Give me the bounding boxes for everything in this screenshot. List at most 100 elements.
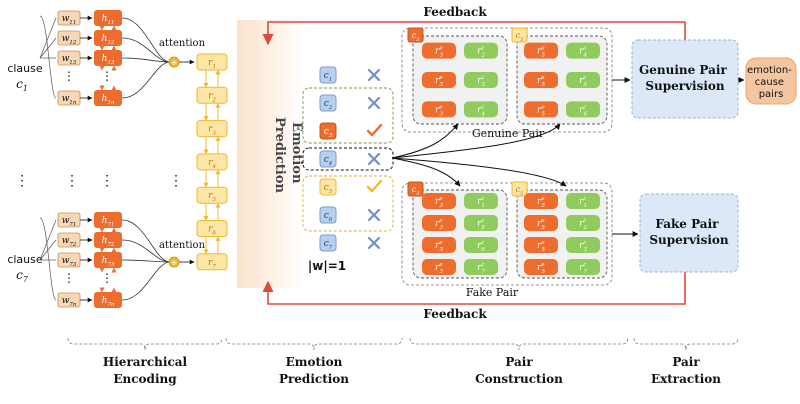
clause-chip-label-c1: c1 — [324, 71, 332, 83]
clause-bracket — [39, 15, 57, 99]
fake-pair-supervision-box — [639, 193, 739, 273]
clause-bracket — [39, 217, 57, 301]
word-label-c7-0: w71 — [62, 216, 77, 228]
word-label-c7-2: w73 — [62, 256, 77, 268]
genuine-group-c3-emotion-chip — [422, 42, 456, 59]
feedback-label-bottom: Feedback — [423, 307, 487, 321]
fake-group-c5-cause-chip — [566, 259, 600, 275]
word-label-c1-0: w11 — [62, 14, 77, 26]
fake-pair-supervision-label: Fake Pair Supervision — [649, 217, 729, 247]
clause-chip-c2 — [319, 94, 337, 112]
stage-brace-3 — [409, 337, 629, 351]
cross-icon — [367, 208, 381, 222]
hidden-to-attention-line — [121, 61, 171, 99]
w-norm-label: |w|=1 — [308, 259, 346, 273]
fake-group-c3-tag-label: c3 — [412, 185, 420, 197]
cross-icon — [367, 68, 381, 82]
clause-chip-label-c6: c6 — [324, 211, 333, 223]
hidden-node-c7-1 — [94, 232, 122, 248]
hidden-label-c1-0: h11 — [102, 14, 115, 26]
clause-chip-c6 — [319, 206, 337, 224]
hidden-label-c1-4: h1n — [102, 94, 115, 106]
arrow-to-genuine-c5 — [391, 123, 561, 159]
hidden-label-c7-4: h7n — [102, 296, 115, 308]
genuine-group-c3-emotion-chip — [422, 101, 456, 118]
word-ellipsis-c1: ⋮ — [63, 69, 75, 83]
clause-rep-node-6 — [196, 220, 228, 237]
hidden-label-c7-2: h73 — [102, 256, 115, 268]
clause-chip-label-c7: c7 — [324, 239, 333, 251]
stage-brace-1 — [67, 337, 223, 351]
fake-group-c5-cause-chip — [566, 193, 600, 209]
clause-chip-label-c3: c3 — [324, 127, 333, 139]
clause-rep-node-7 — [196, 253, 228, 271]
plus-icon: + — [171, 58, 178, 67]
feedback-arrow-top — [262, 21, 686, 46]
clause-chip-c4 — [319, 150, 337, 168]
hidden-to-attention-line — [121, 239, 171, 263]
clause-rep-label-4: r4 — [208, 158, 216, 170]
genuine-pair-supervision-box — [631, 39, 739, 119]
hidden-node-c1-1 — [94, 30, 122, 46]
word-label-c1-4: w1n — [62, 94, 77, 106]
hidden-node-c1-0 — [94, 10, 122, 26]
fake-group-c3-cause-chip — [464, 237, 498, 253]
emotion-cause-pairs-output — [745, 57, 797, 105]
fake-group-c5-emotion-chip — [524, 193, 558, 209]
ellipsis-hidden: ⋮ — [100, 173, 114, 189]
clause-rep-node-1 — [196, 53, 228, 71]
clause-var-bottom: c7 — [16, 268, 29, 284]
emotion-prediction-label: Emotion Prediction — [272, 117, 304, 193]
hidden-ellipsis-c1: ⋮ — [101, 69, 113, 83]
fake-group-c5-emotion-chip — [524, 259, 558, 275]
clause-var-top: c1 — [16, 77, 28, 93]
genuine-group-c5-cause-chip — [566, 101, 600, 118]
emotion-cause-pairs-label: emotion- cause pairs — [747, 65, 795, 100]
cross-icon — [367, 96, 381, 110]
genuine-group-c3-cause-chip — [464, 72, 498, 88]
fake-group-c5-emotion-chip — [524, 237, 558, 253]
attention-label-top: attention — [159, 38, 206, 49]
genuine-group-c3-tag-label: c3 — [412, 31, 420, 43]
genuine-group-c3-emotion-chip — [422, 72, 456, 88]
hidden-ellipsis-c7: ⋮ — [101, 271, 113, 285]
stage-brace-4 — [633, 337, 739, 351]
hidden-node-c7-2 — [94, 252, 122, 268]
stage-label-2-line2: Prediction — [279, 372, 349, 386]
clause-rep-label-6: r6 — [208, 225, 216, 237]
fake-group-c5-box — [516, 189, 608, 279]
fake-group-c3-cause-chip — [464, 193, 498, 209]
clause-rep-node-4 — [196, 153, 228, 171]
clause-chip-label-c2: c2 — [324, 99, 333, 111]
hierarchical-encoders: w11w12w13⋮w1nh11h12h13⋮h1n+w71w72w73⋮w7n… — [39, 10, 195, 308]
fake-pair-label: Fake Pair — [466, 286, 519, 299]
ellipsis-attention: ⋮ — [169, 173, 183, 189]
arrow-to-genuine-c3 — [391, 123, 459, 159]
stage-labels: HierarchicalEncodingEmotionPredictionPai… — [67, 337, 739, 386]
fake-group-c3-emotion-chip — [422, 193, 456, 209]
check-icon — [366, 123, 383, 137]
word-label-c1-2: w13 — [62, 54, 77, 66]
fake-group-c3-emotion-chip — [422, 237, 456, 253]
stage-label-3-line2: Construction — [475, 372, 563, 386]
clause-bracket — [39, 219, 57, 261]
genuine-group-c5-emotion-chip — [524, 42, 558, 59]
word-label-c7-4: w7n — [62, 296, 77, 308]
ellipsis-clause: ⋮ — [15, 173, 29, 189]
clause-rep-label-3: r3 — [208, 125, 216, 137]
fake-group-c5-cause-chip — [566, 215, 600, 231]
clause-rep-label-7: r7 — [208, 258, 216, 270]
